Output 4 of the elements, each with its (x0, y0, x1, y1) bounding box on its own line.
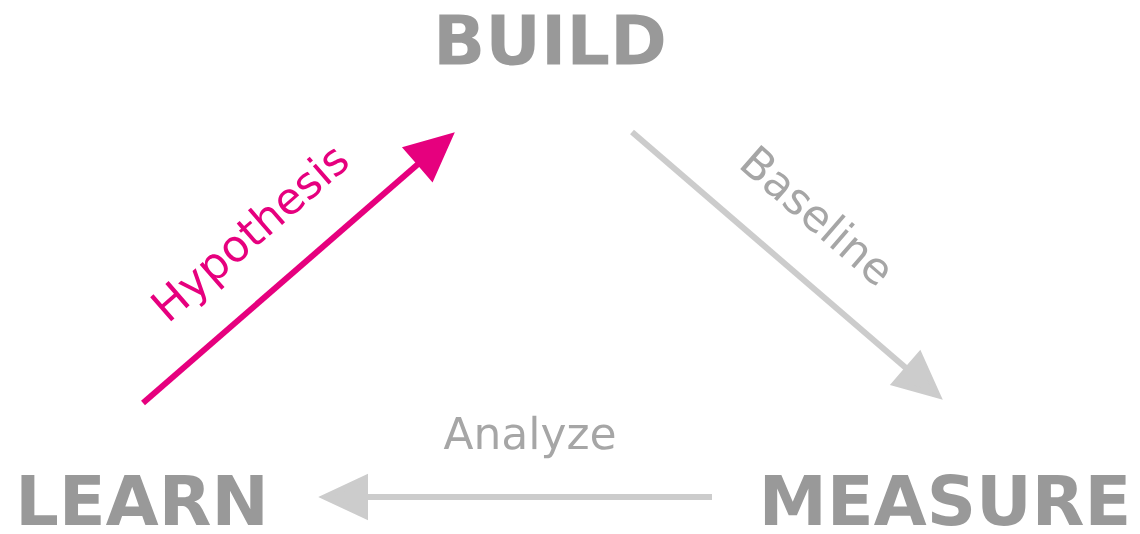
edge-label: Analyze (443, 415, 615, 459)
stage-label: MEASURE (764, 474, 1127, 526)
stage-label: LEARN (21, 475, 263, 525)
stage-label: BUILD (439, 14, 664, 66)
